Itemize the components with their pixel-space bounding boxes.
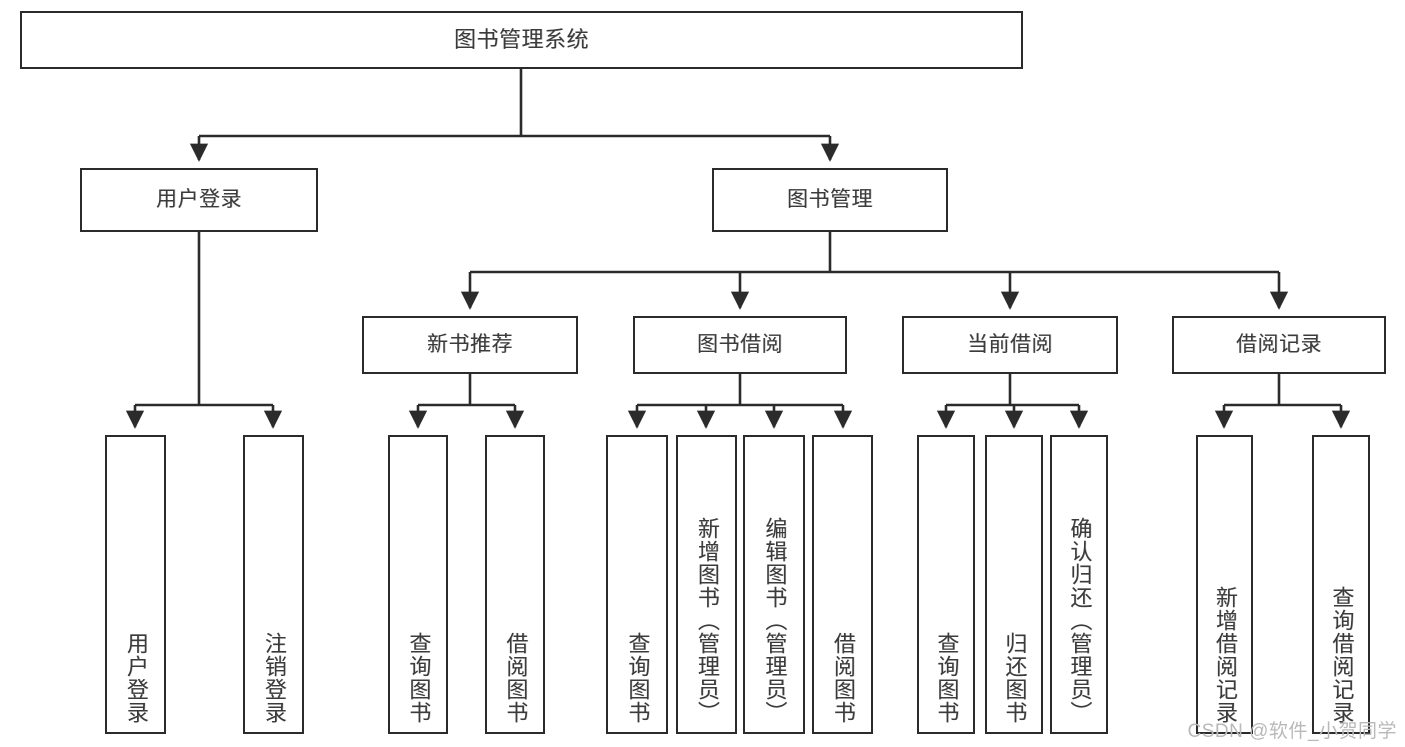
node-leaf-borrow-book-2[interactable]: 借阅图书: [812, 435, 873, 734]
node-label: 查询图书: [625, 632, 651, 724]
node-leaf-borrow-book-1[interactable]: 借阅图书: [485, 435, 545, 734]
node-borrow-record[interactable]: 借阅记录: [1172, 316, 1386, 374]
node-label: 查询图书: [934, 632, 960, 724]
node-leaf-add-book[interactable]: 新增图书（管理员）: [676, 435, 737, 734]
node-leaf-logout[interactable]: 注销登录: [243, 435, 304, 734]
node-label: 注销登录: [261, 632, 287, 724]
node-leaf-query-book-3[interactable]: 查询图书: [917, 435, 975, 734]
node-label: 查询图书: [406, 632, 432, 724]
node-label: 查询借阅记录: [1329, 586, 1355, 724]
node-leaf-add-borrow-record[interactable]: 新增借阅记录: [1196, 435, 1253, 734]
node-new-book-recommend[interactable]: 新书推荐: [362, 316, 578, 374]
node-label: 图书借阅: [697, 332, 783, 356]
node-root-system[interactable]: 图书管理系统: [20, 11, 1023, 69]
node-leaf-query-book-1[interactable]: 查询图书: [388, 435, 448, 734]
node-label: 新增借阅记录: [1212, 586, 1238, 724]
node-label: 编辑图书（管理员）: [762, 517, 788, 724]
node-leaf-user-login[interactable]: 用户登录: [105, 435, 166, 734]
node-user-login[interactable]: 用户登录: [80, 168, 318, 232]
node-book-borrow[interactable]: 图书借阅: [633, 316, 847, 374]
node-label: 当前借阅: [967, 332, 1053, 356]
node-label: 确认归还（管理员）: [1067, 517, 1093, 724]
node-label: 用户登录: [156, 187, 242, 211]
node-leaf-confirm-return[interactable]: 确认归还（管理员）: [1050, 435, 1108, 734]
node-label: 借阅图书: [830, 632, 856, 724]
node-label: 用户登录: [123, 632, 149, 724]
node-leaf-return-book[interactable]: 归还图书: [985, 435, 1043, 734]
node-book-management[interactable]: 图书管理: [712, 168, 948, 232]
node-leaf-query-borrow-record[interactable]: 查询借阅记录: [1312, 435, 1370, 734]
node-label: 图书管理系统: [453, 27, 589, 53]
node-label: 图书管理: [787, 187, 873, 211]
node-label: 归还图书: [1002, 632, 1028, 724]
node-label: 新书推荐: [427, 332, 513, 356]
node-current-borrow[interactable]: 当前借阅: [902, 316, 1118, 374]
node-label: 新增图书（管理员）: [694, 517, 720, 724]
node-label: 借阅图书: [503, 632, 529, 724]
node-label: 借阅记录: [1236, 332, 1322, 356]
node-leaf-edit-book[interactable]: 编辑图书（管理员）: [743, 435, 805, 734]
node-leaf-query-book-2[interactable]: 查询图书: [606, 435, 668, 734]
